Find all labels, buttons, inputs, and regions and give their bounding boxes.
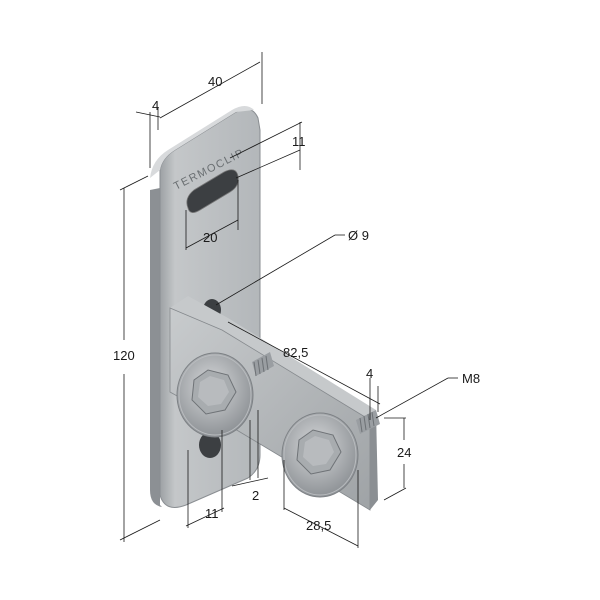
arm-end-face xyxy=(370,410,378,510)
dim-slot-length: 20 xyxy=(185,180,239,250)
dim-thread: M8 xyxy=(375,371,480,419)
threaded-stud-2 xyxy=(356,410,380,434)
slot-hole xyxy=(186,169,239,213)
svg-text:4: 4 xyxy=(152,98,159,113)
dim-width-top: 40 xyxy=(157,52,263,130)
svg-text:M8: M8 xyxy=(462,371,480,386)
dim-plate-height: 120 xyxy=(113,175,161,542)
dim-bolt-spacing: 28,5 xyxy=(283,460,359,548)
washer-nut-2 xyxy=(281,412,359,498)
plate-edge xyxy=(150,188,162,507)
svg-text:11: 11 xyxy=(292,134,306,149)
dim-slot-height: 11 xyxy=(229,121,306,179)
dim-bolt-offset: 11 xyxy=(185,430,225,528)
round-hole-bottom xyxy=(199,432,221,458)
dim-arm-height: 24 xyxy=(383,417,411,501)
svg-text:11: 11 xyxy=(205,506,219,521)
svg-text:Ø 9: Ø 9 xyxy=(348,228,369,243)
svg-text:40: 40 xyxy=(208,74,222,89)
svg-text:28,5: 28,5 xyxy=(306,518,331,533)
dim-offset-small: 2 xyxy=(231,410,269,503)
dim-arm-thickness: 4 xyxy=(366,366,379,420)
svg-text:120: 120 xyxy=(113,348,135,363)
svg-text:2: 2 xyxy=(252,488,259,503)
svg-text:24: 24 xyxy=(397,445,411,460)
arm-top-face xyxy=(170,296,376,420)
washer-nut-1 xyxy=(176,352,254,438)
threaded-stud-1 xyxy=(252,352,274,377)
dim-hole-diameter: Ø 9 xyxy=(215,228,369,306)
dim-arm-length: 82,5 xyxy=(227,321,381,405)
svg-text:4: 4 xyxy=(366,366,373,381)
svg-text:20: 20 xyxy=(203,230,217,245)
dim-thickness-top: 4 xyxy=(135,98,161,168)
svg-text:82,5: 82,5 xyxy=(283,345,308,360)
